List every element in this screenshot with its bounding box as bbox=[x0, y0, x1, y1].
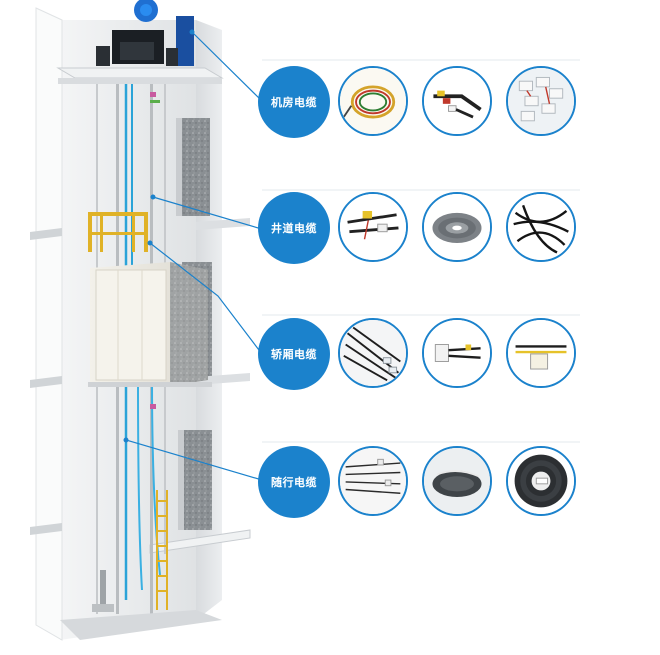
hoistway-cable-photo-3 bbox=[506, 192, 576, 262]
car-cable-photo-2 bbox=[422, 318, 492, 388]
car-cable-photo-3 bbox=[506, 318, 576, 388]
travelling-cable-photo-3 bbox=[506, 446, 576, 516]
category-label-car: 轿厢电缆 bbox=[258, 318, 330, 390]
travelling-cable-photo-2 bbox=[422, 446, 492, 516]
category-label-travelling: 随行电缆 bbox=[258, 446, 330, 518]
machine-room-cable-photo-3 bbox=[506, 66, 576, 136]
hoistway-cable-photo-2 bbox=[422, 192, 492, 262]
travelling-cable-photo-1 bbox=[338, 446, 408, 516]
car-cable-photo-1 bbox=[338, 318, 408, 388]
machine-room-cable-photo-1 bbox=[338, 66, 408, 136]
category-label-machine-room: 机房电缆 bbox=[258, 66, 330, 138]
machine-room-cable-photo-2 bbox=[422, 66, 492, 136]
hoistway-cable-photo-1 bbox=[338, 192, 408, 262]
category-label-hoistway: 井道电缆 bbox=[258, 192, 330, 264]
